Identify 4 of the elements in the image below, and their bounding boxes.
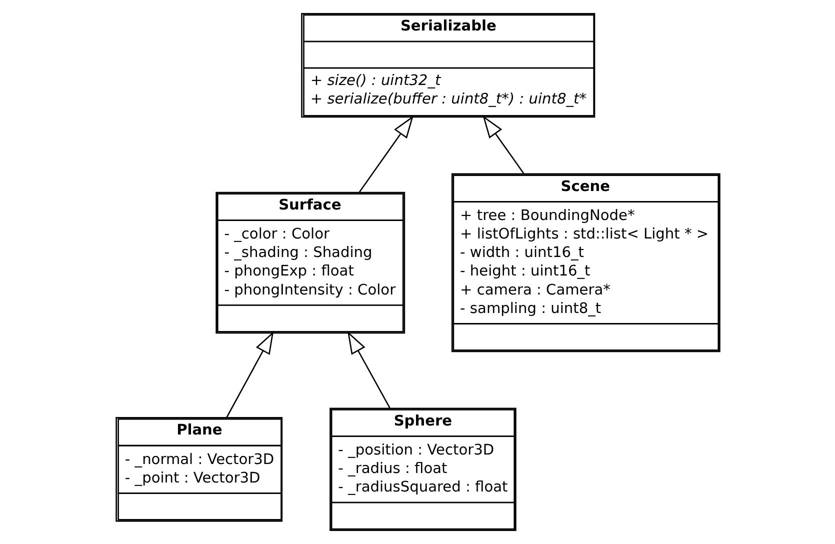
arrow: [358, 116, 413, 193]
arrow: [482, 116, 524, 174]
arrow: [346, 331, 390, 408]
arrow: [226, 331, 274, 418]
